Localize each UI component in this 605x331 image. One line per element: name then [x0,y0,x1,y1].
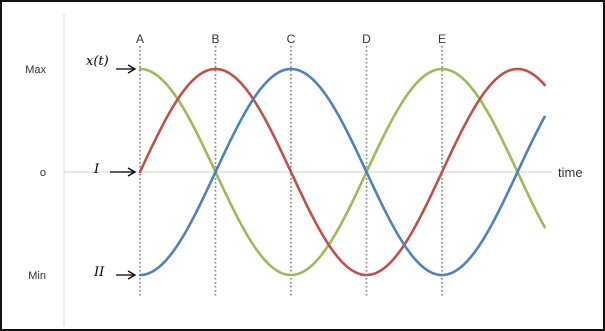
event-marker-label: A [136,32,144,46]
y-tick-label: Max [25,64,46,76]
y-tick-label: Min [28,270,46,282]
annotation-label: I [93,162,100,177]
series-line-2 [138,67,546,277]
annotation-label: x(t) [86,54,109,69]
event-marker-label: D [362,32,371,46]
annotation-arrowhead [127,167,137,177]
event-marker-label: B [211,32,219,46]
event-marker-label: E [438,32,446,46]
annotation-label: II [93,265,105,280]
annotation-arrowhead [127,270,137,280]
y-tick-label: o [40,167,46,179]
event-markers: A B C D E [136,32,446,298]
x-axis-title: time [558,165,583,180]
annotations: x(t)III [86,54,137,280]
annotation-arrowhead [127,64,137,74]
event-marker-label: C [287,32,296,46]
series-group [138,67,546,277]
series-line-3 [138,67,546,277]
series-line-1 [138,67,546,277]
